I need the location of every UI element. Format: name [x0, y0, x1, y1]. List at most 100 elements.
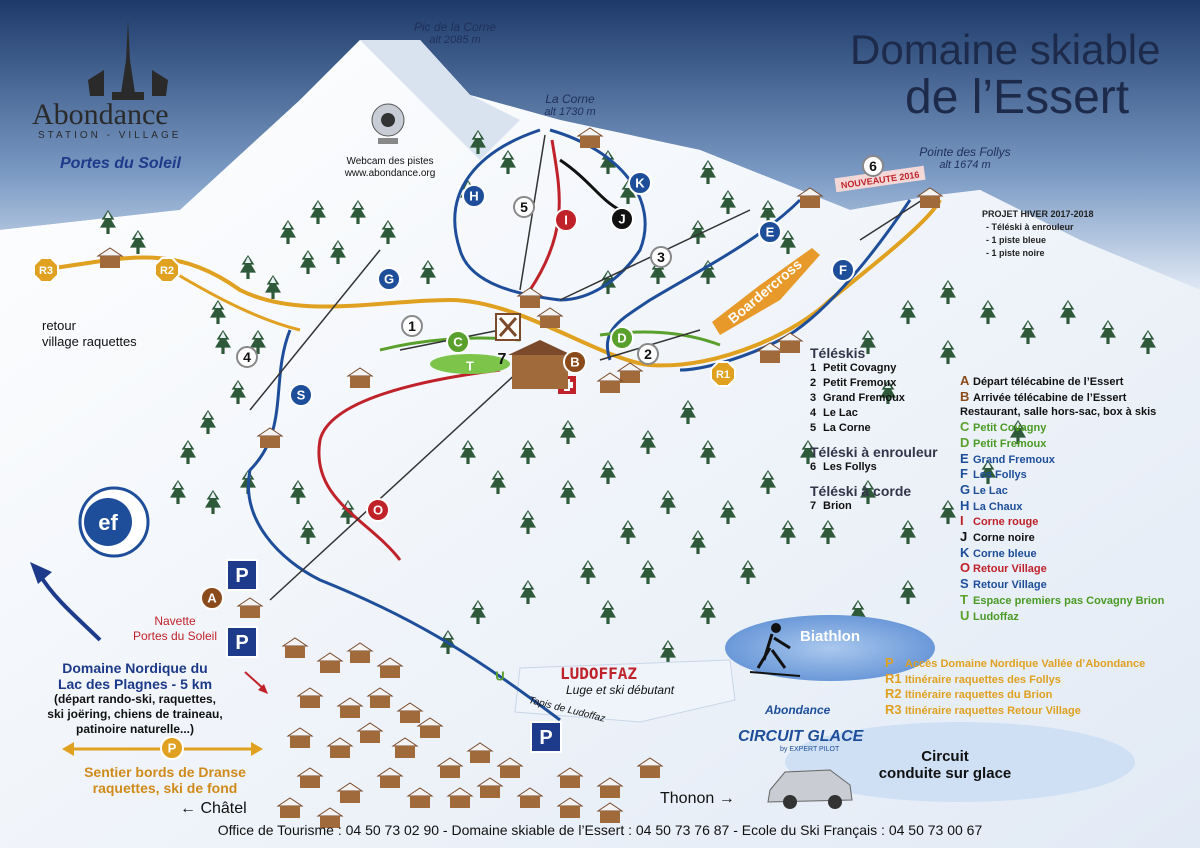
navette-line2: Portes du Soleil: [132, 629, 218, 643]
piste-red-retour: [317, 368, 501, 561]
legend-raquettes-label: Itinéraire raquettes des Follys: [905, 673, 1061, 686]
nordique-title2: Lac des Plagnes - 5 km: [57, 676, 213, 692]
parking-marker[interactable]: P: [226, 626, 258, 658]
legend-lift-num: 3: [810, 392, 817, 404]
ludoffaz-subtitle: Luge et ski débutant: [566, 683, 675, 697]
piste-marker-d[interactable]: D: [610, 326, 634, 350]
webcam-url[interactable]: www.abondance.org: [344, 168, 436, 179]
legend-raquettes-key: R1: [885, 670, 902, 686]
piste-marker-b[interactable]: B: [563, 350, 587, 374]
chalet-icon: [616, 362, 644, 383]
biathlon-skier-icon: [749, 623, 801, 677]
piste-marker-g[interactable]: G: [377, 267, 401, 291]
sky: [0, 0, 1200, 290]
chalet-icon: [776, 332, 804, 353]
lift-marker-6[interactable]: 6: [862, 155, 884, 177]
lift-marker-3[interactable]: 3: [650, 246, 672, 268]
piste-marker-j[interactable]: J: [610, 207, 634, 231]
chalet-icon: [556, 767, 584, 788]
svg-text:ef: ef: [98, 510, 118, 535]
webcam-icon: [371, 103, 405, 144]
piste-marker-i[interactable]: I: [554, 208, 578, 232]
legend-piste-label: Espace premiers pas Covagny Brion: [973, 594, 1165, 607]
legend-piste-key: F: [960, 466, 968, 482]
chalet-icon: [466, 742, 494, 763]
parking-marker[interactable]: P: [160, 736, 184, 760]
piste-black-corne: [559, 158, 621, 212]
raquettes-marker-r2[interactable]: R2: [154, 257, 180, 283]
chalet-icon: [391, 737, 419, 758]
legend-lift-num: 5: [810, 422, 817, 434]
nordique-desc3: patinoire naturelle...): [75, 722, 195, 736]
peak-name: Pointe des Follys: [919, 145, 1011, 159]
chalet-icon: [596, 777, 624, 798]
lift-marker-1[interactable]: 1: [401, 315, 423, 337]
piste-marker-c[interactable]: C: [446, 330, 470, 354]
svg-text:5: 5: [520, 199, 528, 215]
piste-marker-f[interactable]: F: [831, 258, 855, 282]
piste-marker-e[interactable]: E: [758, 220, 782, 244]
thonon-label: Thonon: [660, 790, 715, 807]
piste-marker-k[interactable]: K: [628, 171, 652, 195]
lift-marker-7[interactable]: 7: [498, 351, 507, 368]
chalet-icon: [496, 757, 524, 778]
peak-la-corne: La Corne alt 1730 m: [520, 92, 620, 118]
svg-text:2: 2: [644, 346, 652, 362]
svg-text:T: T: [466, 359, 474, 374]
chalet-icon: [356, 722, 384, 743]
legend-piste-key: G: [960, 481, 971, 497]
parking-marker[interactable]: P: [530, 721, 562, 753]
chalet-icon: [596, 372, 624, 393]
lift-marker-4[interactable]: 4: [236, 346, 258, 368]
esf-logo: ef: [78, 486, 150, 558]
piste-marker-a[interactable]: A: [200, 586, 224, 610]
chalet-icon: [346, 642, 374, 663]
nordique-desc2: ski joëring, chiens de traineau,: [47, 707, 223, 721]
svg-text:B: B: [570, 355, 579, 370]
chalet-icon: [336, 782, 364, 803]
chalet-icon: [376, 657, 404, 678]
lift-marker-2[interactable]: 2: [637, 343, 659, 365]
ludoffaz-area: [514, 659, 736, 723]
svg-text:C: C: [453, 335, 463, 350]
svg-text:4: 4: [243, 349, 251, 365]
lift-line-4: [249, 249, 381, 411]
peak-alt: alt 1730 m: [544, 106, 596, 118]
legend-lift-name: Brion: [823, 500, 852, 512]
domaine-nordique: Domaine Nordique du Lac des Plagnes - 5 …: [20, 660, 250, 737]
parking-marker[interactable]: P: [226, 559, 258, 591]
raquettes-marker-r3[interactable]: R3: [33, 257, 59, 283]
piste-marker-o[interactable]: O: [366, 498, 390, 522]
legend-piste-label: Ludoffaz: [973, 610, 1019, 623]
piste-marker-u[interactable]: U: [495, 669, 504, 684]
legend-lift-num: 2: [810, 377, 817, 389]
piste-marker-s[interactable]: S: [289, 383, 313, 407]
legend-piste-key: C: [960, 419, 970, 435]
lift-marker-5[interactable]: 5: [513, 196, 535, 218]
chalet-icon: [756, 342, 784, 363]
chalet-icon: [796, 187, 824, 208]
chalet-icon: [326, 737, 354, 758]
biathlon-label: Biathlon: [800, 628, 860, 645]
chalet-icon: [516, 787, 544, 808]
piste-marker-h[interactable]: H: [462, 184, 486, 208]
piste-marker-t[interactable]: T: [466, 359, 474, 374]
svg-text:G: G: [384, 272, 394, 287]
chalet-icon: [346, 367, 374, 388]
svg-text:P: P: [168, 741, 177, 756]
direction-thonon: Thonon →: [660, 790, 735, 808]
raquettes-marker-r1[interactable]: R1: [710, 361, 736, 387]
nordique-title1: Domaine Nordique du: [62, 660, 208, 676]
ludoffaz-title: LUDOFFAZ: [560, 664, 638, 683]
